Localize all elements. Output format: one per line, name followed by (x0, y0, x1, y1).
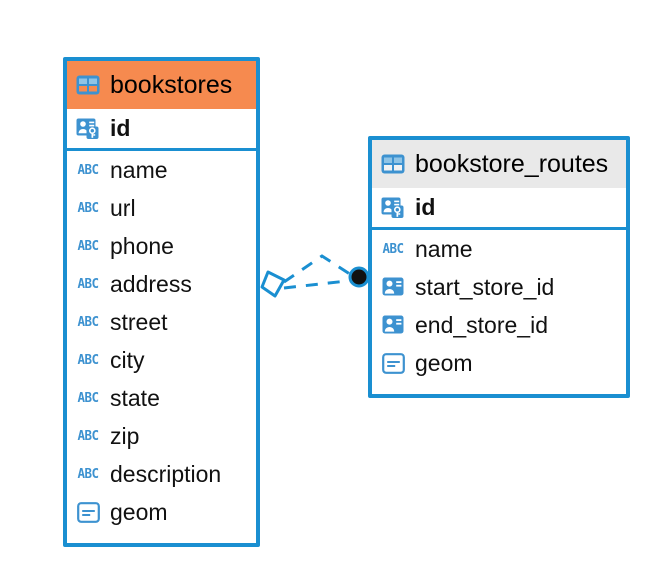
field-list-bookstore-routes: id ABC name start_store_id (372, 188, 626, 382)
field-row[interactable]: geom (67, 493, 256, 531)
entity-header-bookstores[interactable]: bookstores (67, 61, 256, 109)
field-row[interactable]: ABC street (67, 303, 256, 341)
field-row[interactable]: ABC phone (67, 227, 256, 265)
relationship-line-upper[interactable] (283, 254, 357, 284)
table-icon (75, 73, 101, 97)
field-row[interactable]: end_store_id (372, 306, 626, 344)
field-name: geom (415, 349, 473, 376)
field-name: end_store_id (415, 311, 548, 338)
abc-text-icon: ABC (77, 275, 99, 292)
abc-text-icon: ABC (77, 199, 99, 216)
geometry-icon (380, 351, 406, 375)
field-row[interactable]: ABC description (67, 455, 256, 493)
entity-bookstores[interactable]: bookstores id (63, 57, 260, 547)
abc-text-icon: ABC (77, 427, 99, 444)
field-list-bookstores: id ABC name ABC url ABC phone ABC addres… (67, 109, 256, 531)
field-name: name (415, 235, 473, 262)
field-row[interactable]: ABC url (67, 189, 256, 227)
relationship-line-lower[interactable] (283, 278, 357, 290)
entity-bookstore-routes[interactable]: bookstore_routes (368, 136, 630, 398)
abc-text-icon: ABC (77, 237, 99, 254)
field-name: state (110, 384, 160, 411)
field-name: description (110, 460, 222, 487)
field-name: url (110, 194, 136, 221)
abc-text-icon: ABC (77, 313, 99, 330)
field-name: id (110, 115, 131, 141)
field-name: id (415, 194, 436, 220)
field-row[interactable]: ABC state (67, 379, 256, 417)
geometry-icon (75, 500, 101, 524)
field-row[interactable]: id (67, 109, 256, 151)
field-name: address (110, 270, 192, 297)
abc-text-icon: ABC (77, 465, 99, 482)
filled-circle-marker[interactable] (348, 266, 370, 288)
field-row[interactable]: ABC city (67, 341, 256, 379)
entity-title: bookstore_routes (415, 149, 609, 178)
abc-text-icon: ABC (77, 161, 99, 178)
abc-text-icon: ABC (77, 389, 99, 406)
field-row[interactable]: ABC address (67, 265, 256, 303)
abc-text-icon: ABC (77, 351, 99, 368)
field-row[interactable]: ABC name (67, 151, 256, 189)
field-row[interactable]: start_store_id (372, 268, 626, 306)
field-name: geom (110, 498, 168, 525)
field-row[interactable]: id (372, 188, 626, 230)
abc-text-icon: ABC (382, 240, 404, 257)
field-row[interactable]: ABC zip (67, 417, 256, 455)
field-row[interactable]: ABC name (372, 230, 626, 268)
field-row[interactable]: geom (372, 344, 626, 382)
field-name: city (110, 346, 145, 373)
table-icon (380, 152, 406, 176)
field-name: phone (110, 232, 174, 259)
primary-key-icon (75, 117, 101, 141)
field-name: name (110, 156, 168, 183)
primary-key-icon (380, 196, 406, 220)
diamond-outline-marker[interactable] (260, 270, 286, 298)
foreign-key-icon (380, 313, 406, 337)
entity-header-bookstore-routes[interactable]: bookstore_routes (372, 140, 626, 188)
foreign-key-icon (380, 275, 406, 299)
field-name: zip (110, 422, 140, 449)
field-name: start_store_id (415, 273, 555, 300)
field-name: street (110, 308, 168, 335)
entity-title: bookstores (110, 70, 233, 99)
